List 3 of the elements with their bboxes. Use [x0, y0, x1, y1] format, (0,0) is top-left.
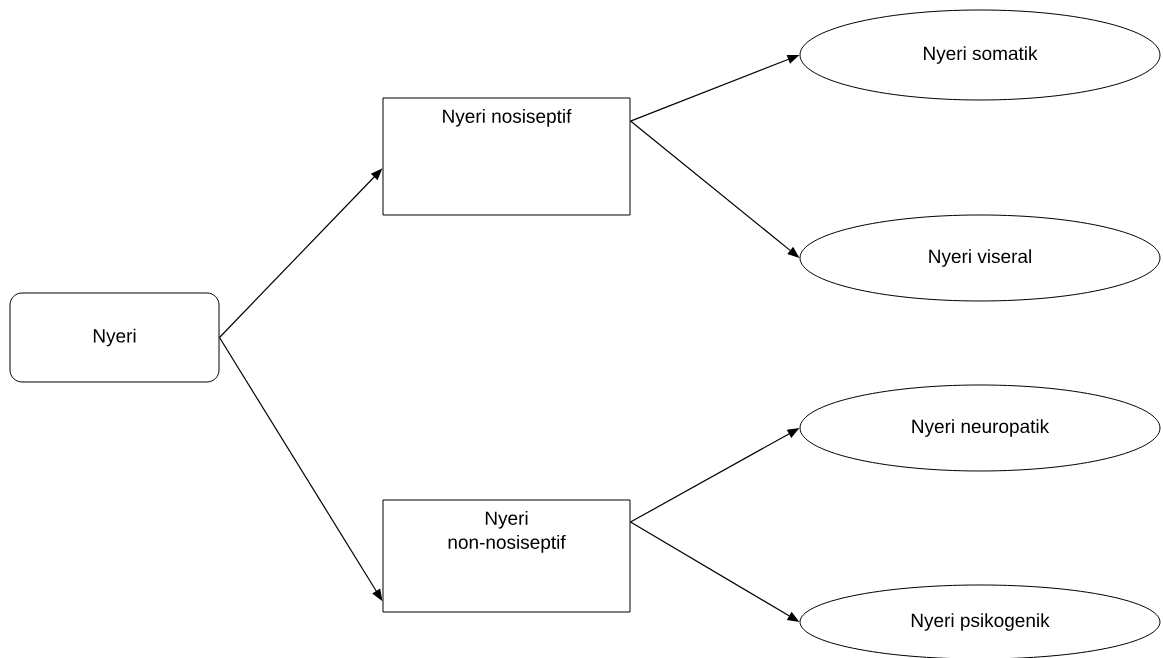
process-box: Nyeri nosiseptif: [382, 97, 631, 216]
process-box: Nyeri non-nosiseptif: [382, 499, 631, 613]
rounded-box: Nyeri: [9, 292, 220, 383]
